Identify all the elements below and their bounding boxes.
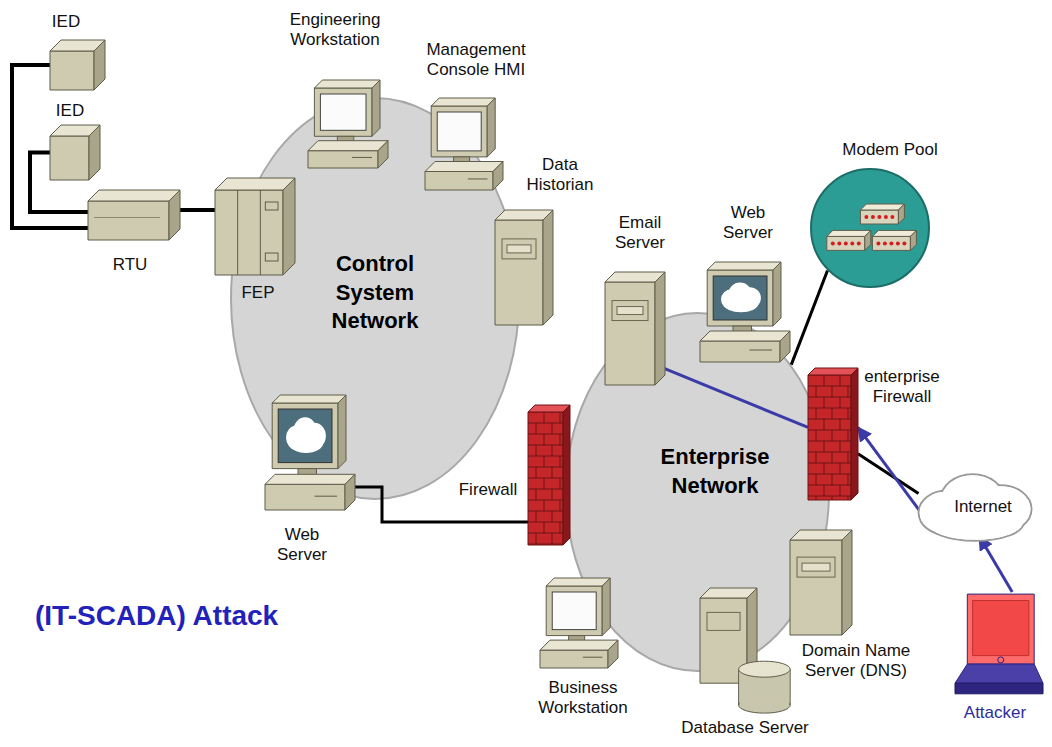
device-label: Web Server (271, 525, 333, 564)
workstation-node: Management Console HMI (425, 98, 503, 190)
attack-arrow (979, 536, 1012, 592)
device-label: Modem Pool (834, 140, 946, 160)
attack-arrow (858, 427, 921, 513)
web-server-node: Web Server (700, 262, 790, 362)
server-node: Data Historian (495, 210, 553, 325)
fep-device: FEP (215, 178, 295, 275)
web-server-node-icon (265, 395, 355, 510)
web-server-node: Web Server (265, 395, 355, 510)
device-label: RTU (100, 255, 160, 275)
ied-device-icon (50, 125, 100, 180)
firewall-node: Firewall (528, 405, 570, 545)
device-label: Web Server (717, 203, 779, 242)
device-label: FEP (228, 283, 288, 303)
server-node-icon (605, 272, 665, 385)
workstation-node-icon (425, 98, 503, 190)
network-label: Control System Network (310, 250, 440, 336)
attacker-laptop: Attacker (955, 592, 1043, 698)
network-link (180, 208, 215, 212)
device-label: IED (36, 12, 96, 32)
diagram-title: (IT-SCADA) Attack (35, 600, 278, 632)
server-node-icon (790, 530, 852, 635)
ied-device: IED (50, 125, 100, 180)
device-label: Firewall (452, 480, 524, 500)
network-link (858, 454, 919, 494)
internet-cloud: Internet (905, 470, 1040, 548)
database-server-node: Database Server (700, 588, 792, 710)
fep-device-icon (215, 178, 295, 275)
ied-device-icon (50, 40, 105, 90)
workstation-node: Business Workstation (540, 578, 618, 668)
attacker-laptop-icon (955, 592, 1043, 698)
database-server-node-icon (700, 588, 792, 710)
attack-arrow (644, 360, 808, 427)
firewall-node-icon (808, 368, 858, 500)
network-label: Enterprise Network (645, 443, 785, 500)
device-label: Internet (943, 497, 1023, 517)
network-link (791, 271, 827, 365)
device-label: Database Server (660, 718, 830, 738)
device-label: Email Server (607, 213, 673, 252)
device-label: Domain Name Server (DNS) (794, 641, 919, 680)
device-label: Engineering Workstation (279, 10, 391, 49)
device-label: Management Console HMI (414, 40, 539, 79)
firewall-node-icon (528, 405, 570, 545)
device-label: Business Workstation (527, 678, 639, 717)
device-label: Attacker (950, 703, 1040, 723)
server-node: Domain Name Server (DNS) (790, 530, 852, 635)
modem-pool-circle-icon (810, 168, 930, 288)
web-server-node-icon (700, 262, 790, 362)
workstation-node-icon (540, 578, 618, 668)
server-node-icon (495, 210, 553, 325)
ied-device: IED (50, 40, 105, 90)
modem-pool-circle: Modem Pool (810, 168, 930, 288)
workstation-node: Engineering Workstation (308, 80, 388, 168)
rtu-device: RTU (88, 190, 180, 240)
device-label: enterprise Firewall (856, 367, 948, 406)
server-node: Email Server (605, 272, 665, 385)
rtu-device-icon (88, 190, 180, 240)
device-label: IED (40, 101, 100, 121)
device-label: Data Historian (519, 155, 601, 194)
firewall-node: enterprise Firewall (808, 368, 858, 500)
workstation-node-icon (308, 80, 388, 168)
